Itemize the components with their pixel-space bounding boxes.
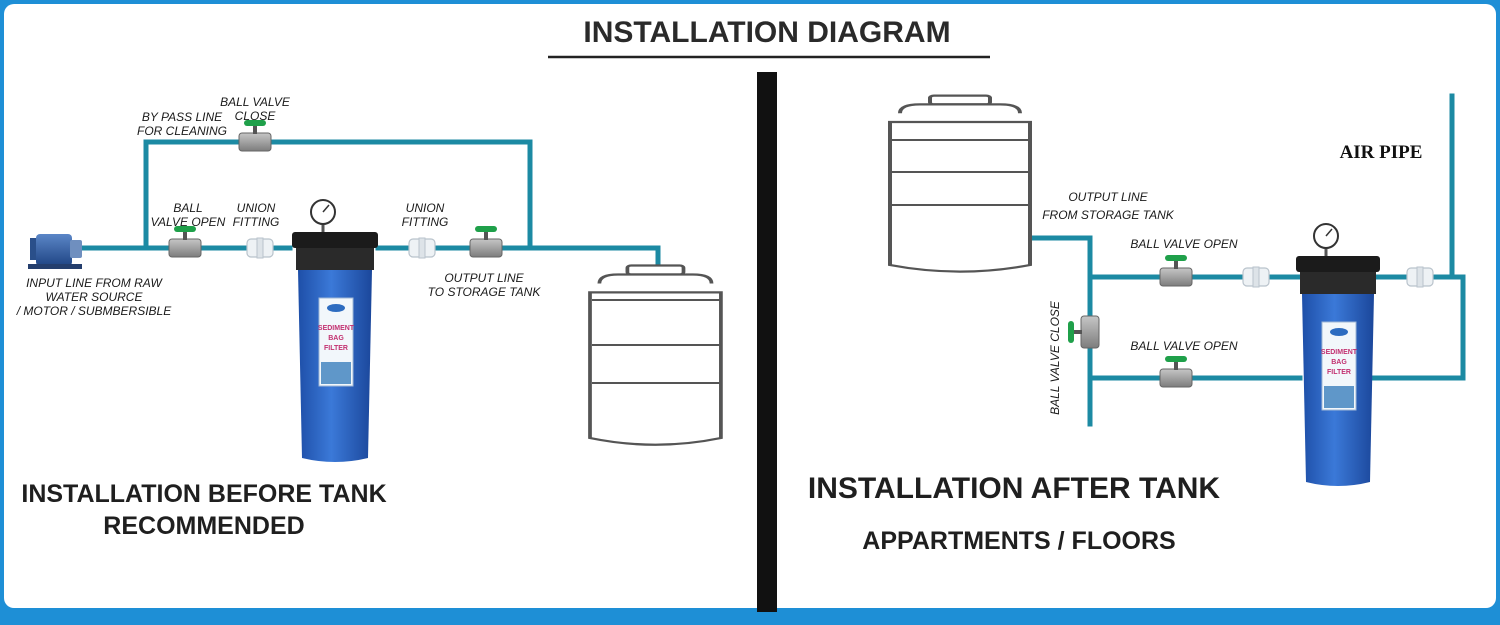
bypass-label-line1: BY PASS LINE: [142, 110, 223, 124]
inlet-union-label-line1: UNION: [237, 201, 276, 215]
right-inlet-union-icon: [1242, 266, 1270, 288]
left-heading-line1: INSTALLATION BEFORE TANK: [21, 480, 386, 508]
right-tank-outlet-pipe: [1027, 235, 1093, 427]
outlet-union-label-line1: UNION: [406, 201, 445, 215]
diagram-title: INSTALLATION DIAGRAM: [583, 16, 950, 49]
filter-label-line1: SEDIMENT: [318, 325, 355, 332]
right-heading-line1: INSTALLATION AFTER TANK: [808, 472, 1220, 505]
right-filter-label-line3: FILTER: [1327, 369, 1351, 376]
pump-icon: [28, 234, 82, 269]
left-storage-tank-icon: [588, 263, 723, 447]
right-upper-valve-label: BALL VALVE OPEN: [1130, 237, 1238, 251]
output-line-label-line2: TO STORAGE TANK: [428, 285, 542, 299]
inlet-union-fitting-icon: [246, 237, 274, 259]
right-panel: SEDIMENT BAG FILTER AIR PIPE OUTPUT LINE…: [808, 93, 1466, 555]
right-output-label-line1: OUTPUT LINE: [1068, 190, 1148, 204]
inlet-valve-label-line2: VALVE OPEN: [151, 215, 226, 229]
input-line-label-line2: WATER SOURCE: [46, 290, 144, 304]
right-filter-label-line1: SEDIMENT: [1321, 349, 1358, 356]
outlet-union-label-line2: FITTING: [402, 215, 449, 229]
right-heading-line2: APPARTMENTS / FLOORS: [862, 527, 1175, 555]
right-outlet-union-icon: [1406, 266, 1434, 288]
right-filter-housing-icon: SEDIMENT BAG FILTER: [1296, 223, 1380, 486]
outlet-union-fitting-icon: [408, 237, 436, 259]
right-output-label-line2: FROM STORAGE TANK: [1042, 208, 1175, 222]
bypass-label-line2: FOR CLEANING: [137, 124, 227, 138]
input-line-label-line1: INPUT LINE FROM RAW: [26, 276, 163, 290]
filter-label-line2: BAG: [328, 335, 344, 342]
filter-label-line3: FILTER: [324, 345, 348, 352]
right-filter-label-line2: BAG: [1331, 359, 1347, 366]
output-line-label-line1: OUTPUT LINE: [444, 271, 524, 285]
frame-panel: [4, 4, 1496, 608]
center-divider: [757, 72, 777, 612]
bypass-valve-label-line1: BALL VALVE: [220, 95, 291, 109]
inlet-union-label-line2: FITTING: [233, 215, 280, 229]
bypass-valve-label-line2: CLOSE: [235, 109, 277, 123]
right-storage-tank-icon: [888, 93, 1032, 274]
input-line-label-line3: / MOTOR / SUBMBERSIBLE: [16, 304, 172, 318]
air-pipe-label: AIR PIPE: [1340, 142, 1423, 163]
inlet-valve-label-line1: BALL: [173, 201, 202, 215]
right-lower-valve-label: BALL VALVE OPEN: [1130, 339, 1238, 353]
vertical-valve-label: BALL VALVE CLOSE: [1048, 300, 1062, 415]
left-filter-housing-icon: SEDIMENT BAG FILTER: [292, 199, 378, 462]
left-bypass-pipe: [143, 139, 533, 251]
left-heading-line2: RECOMMENDED: [103, 512, 304, 540]
left-panel: SEDIMENT BAG FILTER BY PASS LINE FOR CLE…: [16, 95, 723, 540]
vertical-ball-valve-icon: [1068, 315, 1100, 349]
